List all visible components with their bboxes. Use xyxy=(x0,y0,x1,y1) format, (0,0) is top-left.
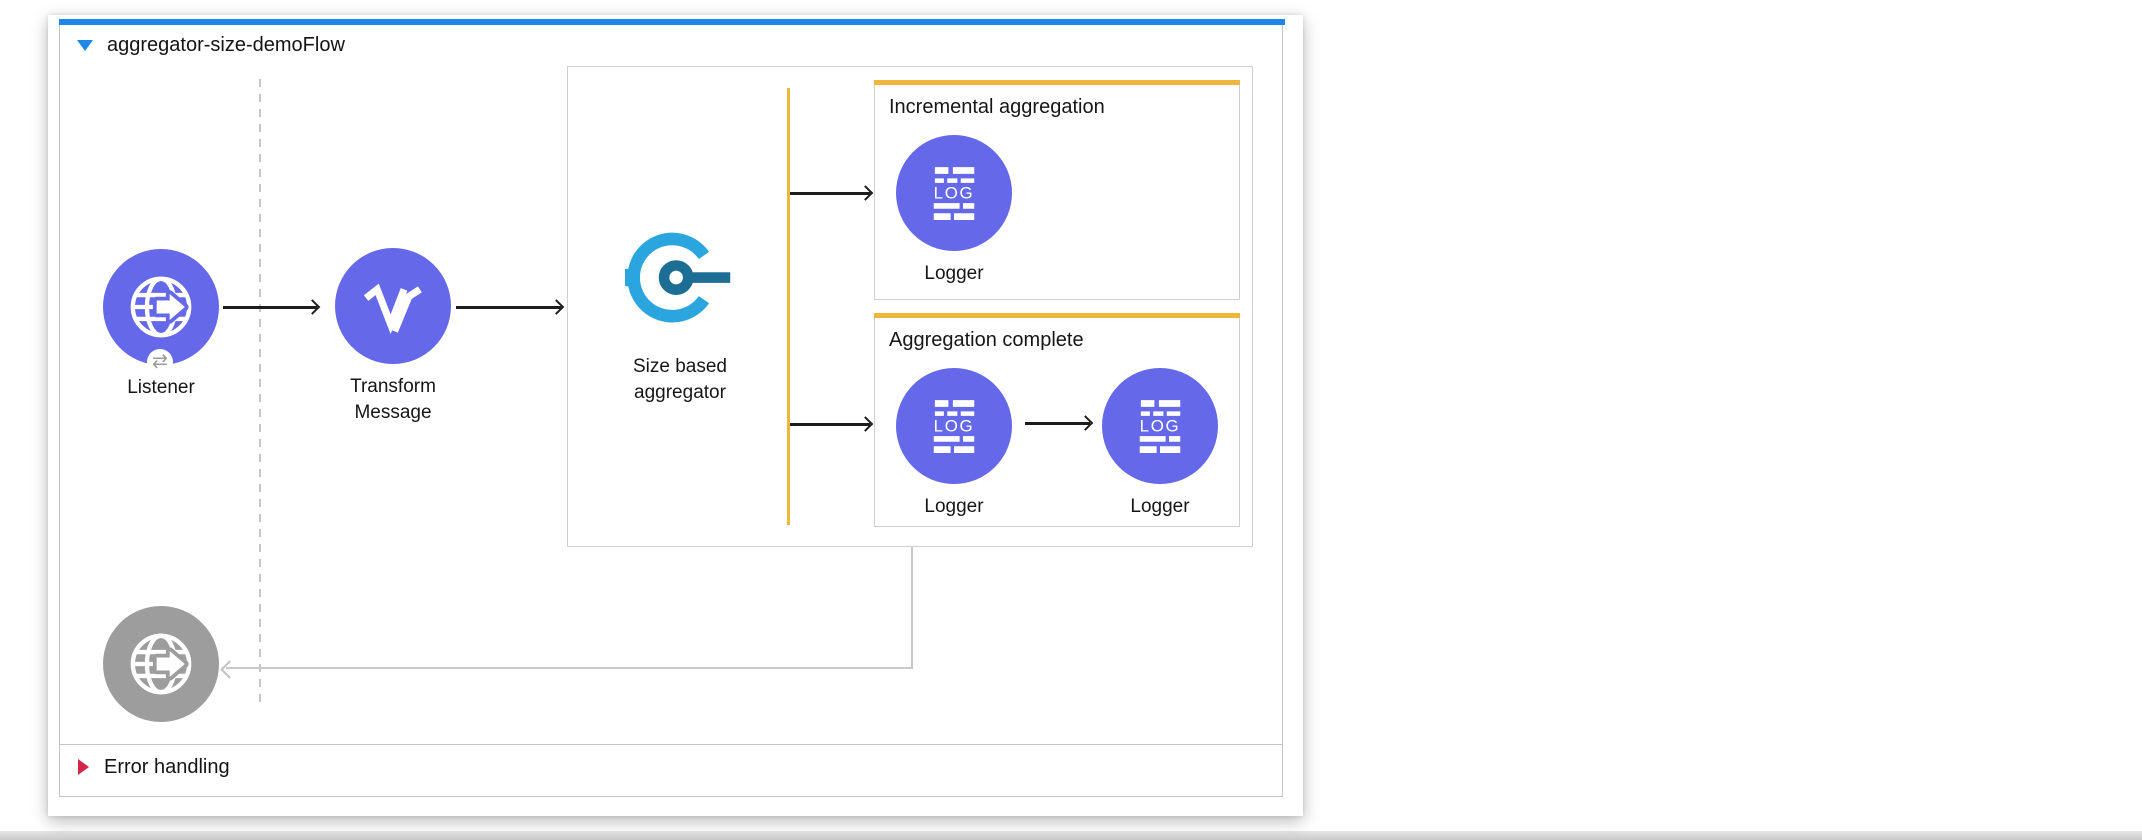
logger-icon[interactable]: LOG xyxy=(1102,368,1218,484)
svg-text:LOG: LOG xyxy=(934,184,975,203)
return-path-horizontal-line xyxy=(226,667,913,669)
window-bottom-edge xyxy=(0,831,2142,840)
error-handling-section[interactable]: Error handling xyxy=(60,744,1282,789)
http-exchange-badge-icon: ⇄ xyxy=(147,349,173,375)
expand-triangle-icon[interactable] xyxy=(78,759,89,775)
connector-arrow xyxy=(790,423,870,426)
size-based-aggregator-scope[interactable]: Size based aggregator Incremental aggreg… xyxy=(567,66,1253,547)
connector-arrow xyxy=(1025,422,1090,425)
dataweave-icon[interactable] xyxy=(335,248,451,364)
listener-node[interactable]: ⇄ Listener xyxy=(81,249,241,401)
transform-message-label: Transform Message xyxy=(350,376,436,423)
connector-arrow xyxy=(790,192,870,195)
flow-container: aggregator-size-demoFlow xyxy=(59,19,1285,797)
source-separator-dashed-line xyxy=(259,79,261,702)
connector-arrow xyxy=(456,306,561,309)
logger-label: Logger xyxy=(1130,496,1190,517)
globe-arrow-icon-gray[interactable] xyxy=(103,606,219,722)
aggregation-complete-scope[interactable]: Aggregation complete xyxy=(874,313,1240,527)
size-based-aggregator-node[interactable]: Size based aggregator xyxy=(580,231,780,406)
logger-node[interactable]: LOG Logger xyxy=(874,135,1034,287)
globe-arrow-icon[interactable] xyxy=(103,249,219,365)
logger-icon[interactable]: LOG xyxy=(896,135,1012,251)
incremental-aggregation-scope[interactable]: Incremental aggregation xyxy=(874,80,1240,300)
flow-accent-bar xyxy=(59,19,1285,25)
transform-message-node[interactable]: Transform Message xyxy=(313,248,473,426)
aggregation-complete-title: Aggregation complete xyxy=(889,329,1084,351)
flow-editor-card: aggregator-size-demoFlow xyxy=(48,15,1303,816)
incremental-aggregation-title: Incremental aggregation xyxy=(889,96,1105,118)
logger-node[interactable]: LOG Logger xyxy=(1080,368,1240,520)
return-path-vertical-line xyxy=(911,547,913,667)
listener-label: Listener xyxy=(127,377,195,398)
logger-node[interactable]: LOG Logger xyxy=(874,368,1034,520)
response-endpoint-node[interactable] xyxy=(81,606,241,722)
logger-label: Logger xyxy=(924,496,984,517)
size-based-aggregator-label: Size based aggregator xyxy=(632,356,727,403)
flow-canvas: ⇄ Listener xyxy=(60,66,1282,744)
aggregator-icon[interactable] xyxy=(624,231,736,333)
aggregator-routes-line xyxy=(787,88,790,525)
connector-arrow xyxy=(223,306,317,309)
logger-icon[interactable]: LOG xyxy=(896,368,1012,484)
logger-label: Logger xyxy=(924,263,984,284)
collapse-triangle-icon[interactable] xyxy=(77,40,93,51)
flow-title: aggregator-size-demoFlow xyxy=(107,34,345,56)
svg-text:LOG: LOG xyxy=(934,417,975,436)
svg-text:LOG: LOG xyxy=(1140,417,1181,436)
flow-title-row[interactable]: aggregator-size-demoFlow xyxy=(60,25,1282,66)
error-handling-label: Error handling xyxy=(104,755,230,778)
